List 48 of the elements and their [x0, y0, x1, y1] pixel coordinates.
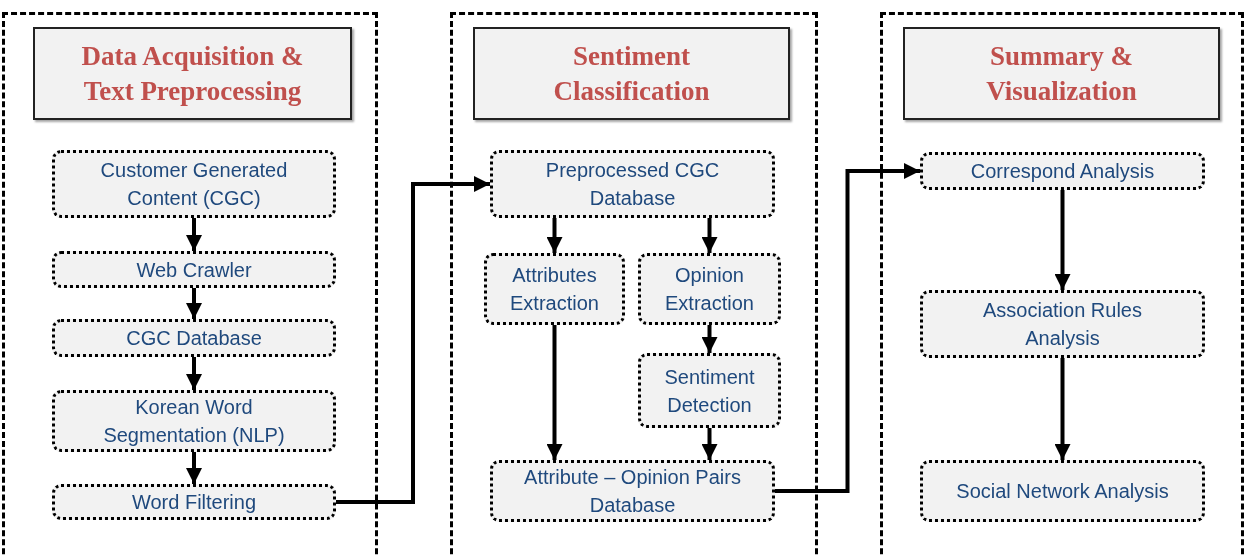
process-box — [52, 319, 336, 357]
header-box — [33, 27, 352, 120]
arrow — [186, 357, 202, 390]
process-box — [638, 253, 781, 325]
heading-text: Data Acquisition & Text Preprocessing — [80, 39, 305, 108]
arrow — [546, 218, 563, 253]
box-text: CGC Database — [126, 326, 262, 351]
process-box — [920, 290, 1205, 358]
process-box — [490, 460, 775, 522]
box-text: Korean Word Segmentation (NLP) — [102, 395, 286, 448]
process-box — [52, 251, 336, 288]
heading-text: Summary & Visualization — [985, 39, 1138, 108]
arrow — [546, 325, 563, 460]
box-text: Attribute – Opinion Pairs Database — [523, 465, 742, 518]
box-text: Sentiment Detection — [663, 364, 756, 418]
box-text: Word Filtering — [131, 490, 257, 515]
box-text: Correspond Analysis — [970, 159, 1155, 184]
process-box — [490, 150, 775, 218]
box-text: Customer Generated Content (CGC) — [99, 158, 289, 211]
arrow — [186, 288, 202, 319]
arrow — [186, 218, 202, 251]
box-text: Attributes Extraction — [509, 263, 600, 316]
header-box — [473, 27, 790, 120]
heading-text: Sentiment Classification — [552, 39, 711, 108]
header-box — [903, 27, 1220, 120]
arrow — [1054, 358, 1071, 460]
box-text: Opinion Extraction — [664, 263, 755, 316]
box-text: Association Rules Analysis — [982, 298, 1143, 351]
dashed-panel — [450, 12, 818, 557]
box-text: Web Crawler — [136, 257, 252, 283]
process-box — [52, 150, 336, 218]
process-box — [920, 152, 1205, 190]
arrow — [701, 218, 718, 253]
process-box — [920, 460, 1205, 522]
arrow — [186, 452, 202, 484]
process-box — [638, 353, 781, 428]
box-text: Preprocessed CGC Database — [544, 158, 721, 211]
process-box — [52, 390, 336, 452]
arrow — [1054, 190, 1071, 290]
dashed-panel — [880, 12, 1244, 557]
process-box — [52, 484, 336, 520]
dashed-panel — [2, 12, 378, 557]
box-text: Social Network Analysis — [956, 479, 1169, 504]
arrow — [701, 325, 718, 353]
arrow — [336, 176, 490, 504]
arrow — [775, 163, 920, 493]
process-box — [484, 253, 625, 325]
arrow — [701, 428, 718, 460]
